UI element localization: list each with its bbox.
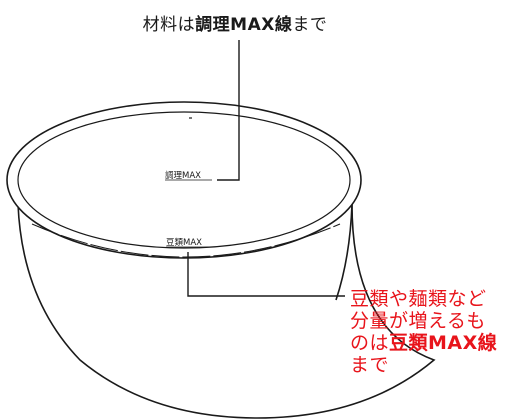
bean-max-label: 豆類MAX [166,237,202,248]
note-line-3-prefix: のは [350,332,390,354]
top-instruction: 材料は調理MAX線まで [0,10,470,35]
bean-max-level-line [31,223,341,258]
top-instruction-suffix: まで [292,15,328,35]
top-instruction-emphasis: 調理MAX線 [195,15,293,35]
pot-body-right-wall [335,203,353,301]
top-instruction-prefix: 材料は [142,15,196,35]
note-line-4: まで [350,354,390,376]
cook-max-leader-line [217,40,240,181]
bean-noodle-note: 豆類や麺類など 分量が増えるも のは豆類MAX線 まで [350,288,510,376]
note-line-3: のは豆類MAX線 [350,332,510,354]
note-line-1: 豆類や麺類など [350,288,487,310]
note-line-2: 分量が増えるも [350,310,486,332]
pot-rim-inner [17,111,351,249]
pot-body [17,203,436,419]
cook-max-label: 調理MAX [165,170,201,181]
bean-max-leader-line [187,252,345,297]
note-line-3-emphasis: 豆類MAX線 [389,332,498,354]
